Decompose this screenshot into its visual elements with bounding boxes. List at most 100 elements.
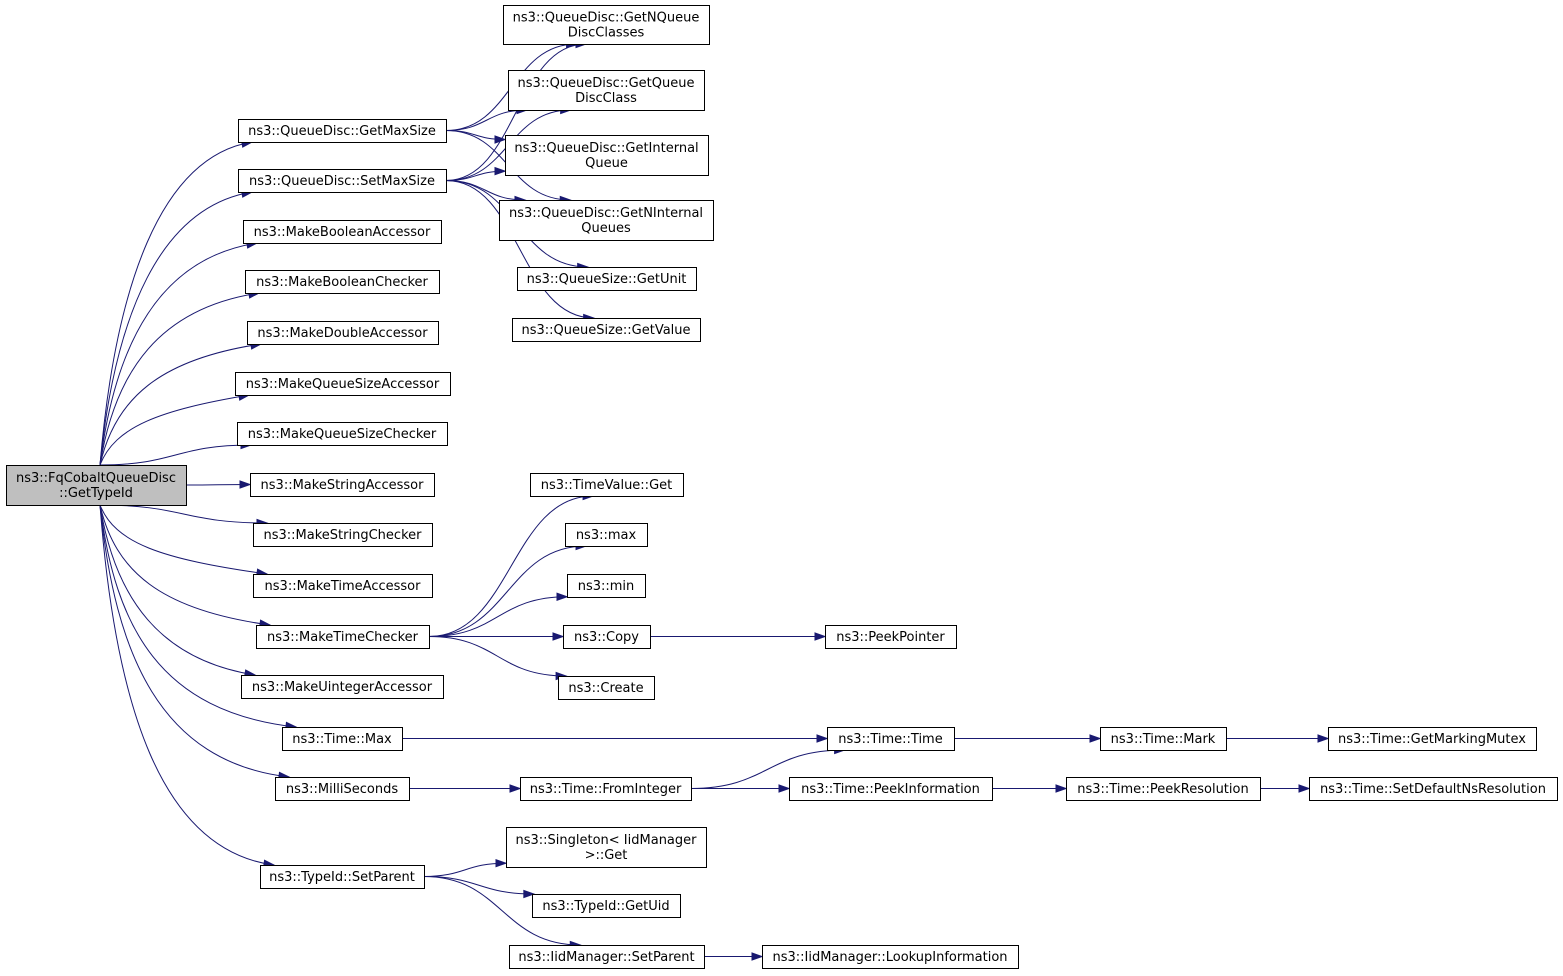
node-mkuintacc[interactable]: ns3::MakeUintegerAccessor xyxy=(241,675,444,699)
node-timemax[interactable]: ns3::Time::Max xyxy=(282,727,403,751)
node-singleton[interactable]: ns3::Singleton< IidManager>::Get xyxy=(506,827,707,868)
node-create[interactable]: ns3::Create xyxy=(558,676,655,700)
node-peekptr[interactable]: ns3::PeekPointer xyxy=(825,625,957,649)
arrowhead xyxy=(814,632,827,641)
node-fromint[interactable]: ns3::Time::FromInteger xyxy=(520,777,692,801)
node-box xyxy=(762,945,1019,969)
node-label: ns3::MilliSeconds xyxy=(286,782,399,797)
node-box xyxy=(282,727,403,751)
node-mkstracc[interactable]: ns3::MakeStringAccessor xyxy=(250,473,435,497)
node-label: ns3::QueueDisc::GetNQueue xyxy=(513,11,700,26)
arrowhead xyxy=(509,784,522,793)
node-label: ns3::FqCobaltQueueDisc xyxy=(16,471,176,486)
node-box xyxy=(256,625,430,649)
edge-root-to-mktimechk xyxy=(99,504,271,626)
nodes-layer: ns3::FqCobaltQueueDisc::GetTypeId ns3::Qu… xyxy=(6,5,1558,969)
node-label: ns3::max xyxy=(576,528,637,543)
node-label: ns3::min xyxy=(578,579,635,594)
node-box xyxy=(238,119,447,143)
node-label: ::GetTypeId xyxy=(59,486,133,501)
node-box xyxy=(235,372,451,396)
edge-setmaxsize-to-qsgetval xyxy=(445,180,594,319)
node-lookupinfo[interactable]: ns3::IidManager::LookupInformation xyxy=(762,945,1019,969)
node-label: ns3::Time::PeekInformation xyxy=(801,782,980,797)
node-max[interactable]: ns3::max xyxy=(565,523,648,547)
node-mkqsacc[interactable]: ns3::MakeQueueSizeAccessor xyxy=(235,372,451,396)
node-mktimechk[interactable]: ns3::MakeTimeChecker xyxy=(256,625,430,649)
node-label: ns3::Time::FromInteger xyxy=(530,782,682,797)
node-label: ns3::MakeUintegerAccessor xyxy=(252,680,433,695)
node-label: DiscClasses xyxy=(568,26,645,41)
edge-fromint-to-timetime xyxy=(690,749,845,789)
node-getmaxsize[interactable]: ns3::QueueDisc::GetMaxSize xyxy=(238,119,447,143)
node-box xyxy=(245,270,440,294)
node-label: ns3::MakeTimeChecker xyxy=(267,630,419,645)
arrowhead xyxy=(556,592,569,601)
node-getuid[interactable]: ns3::TypeId::GetUid xyxy=(532,894,681,918)
node-qsgetunit[interactable]: ns3::QueueSize::GetUnit xyxy=(517,267,697,291)
edge-root-to-setparent xyxy=(99,504,275,866)
edge-root-to-getmaxsize xyxy=(99,141,253,466)
node-label: ns3::IidManager::LookupInformation xyxy=(772,950,1007,965)
arrowhead xyxy=(239,480,252,489)
node-label: ns3::Time::GetMarkingMutex xyxy=(1338,732,1526,747)
node-box xyxy=(827,727,955,751)
node-box xyxy=(563,625,651,649)
node-tvget[interactable]: ns3::TimeValue::Get xyxy=(530,473,684,497)
node-mkqschk[interactable]: ns3::MakeQueueSizeChecker xyxy=(237,422,448,446)
node-box xyxy=(506,827,707,868)
node-label: ns3::QueueDisc::SetMaxSize xyxy=(249,174,435,189)
node-setmaxsize[interactable]: ns3::QueueDisc::SetMaxSize xyxy=(238,169,447,193)
node-iidsetparent[interactable]: ns3::IidManager::SetParent xyxy=(509,945,705,969)
node-mkstrchk[interactable]: ns3::MakeStringChecker xyxy=(253,523,433,547)
node-copy[interactable]: ns3::Copy xyxy=(563,625,651,649)
node-setparent[interactable]: ns3::TypeId::SetParent xyxy=(260,865,425,889)
node-min[interactable]: ns3::min xyxy=(567,574,646,598)
node-label: ns3::MakeDoubleAccessor xyxy=(257,326,428,341)
edge-root-to-mkboolacc xyxy=(99,242,258,466)
node-label: ns3::MakeBooleanChecker xyxy=(256,275,428,290)
arrowhead xyxy=(1055,784,1068,793)
edge-root-to-mkuintacc xyxy=(99,504,256,676)
arrowhead xyxy=(494,166,507,176)
node-mkboolacc[interactable]: ns3::MakeBooleanAccessor xyxy=(243,220,442,244)
arrowhead xyxy=(1089,734,1102,743)
node-timetime[interactable]: ns3::Time::Time xyxy=(827,727,955,751)
node-label: ns3::Time::PeekResolution xyxy=(1077,782,1248,797)
node-label: ns3::QueueDisc::GetInternal xyxy=(514,141,698,156)
node-box xyxy=(558,676,655,700)
node-qsgetval[interactable]: ns3::QueueSize::GetValue xyxy=(512,318,701,342)
node-box xyxy=(237,422,448,446)
node-peekres[interactable]: ns3::Time::PeekResolution xyxy=(1066,777,1261,801)
node-root[interactable]: ns3::FqCobaltQueueDisc::GetTypeId xyxy=(6,465,187,506)
node-mkdblacc[interactable]: ns3::MakeDoubleAccessor xyxy=(247,321,439,345)
node-box xyxy=(1100,727,1227,751)
node-box xyxy=(532,894,681,918)
node-box xyxy=(509,945,705,969)
node-box xyxy=(789,777,993,801)
node-label: ns3::PeekPointer xyxy=(836,630,945,645)
node-millis[interactable]: ns3::MilliSeconds xyxy=(275,777,410,801)
node-box xyxy=(275,777,410,801)
node-mkboolchk[interactable]: ns3::MakeBooleanChecker xyxy=(245,270,440,294)
node-getmarkmutex[interactable]: ns3::Time::GetMarkingMutex xyxy=(1328,727,1537,751)
edge-root-to-mkdblacc xyxy=(99,343,262,466)
node-mktimeacc[interactable]: ns3::MakeTimeAccessor xyxy=(253,574,433,598)
node-peekinfo[interactable]: ns3::Time::PeekInformation xyxy=(789,777,993,801)
node-box xyxy=(499,200,714,241)
edge-root-to-setmaxsize xyxy=(99,191,253,466)
edge-root-to-mkboolchk xyxy=(99,292,260,466)
node-box xyxy=(243,220,442,244)
node-box xyxy=(520,777,692,801)
node-mark[interactable]: ns3::Time::Mark xyxy=(1100,727,1227,751)
node-setdefres[interactable]: ns3::Time::SetDefaultNsResolution xyxy=(1309,777,1558,801)
edge-mktimechk-to-min xyxy=(428,596,568,637)
node-box xyxy=(1066,777,1261,801)
arrowhead xyxy=(751,952,764,961)
node-box xyxy=(1328,727,1537,751)
